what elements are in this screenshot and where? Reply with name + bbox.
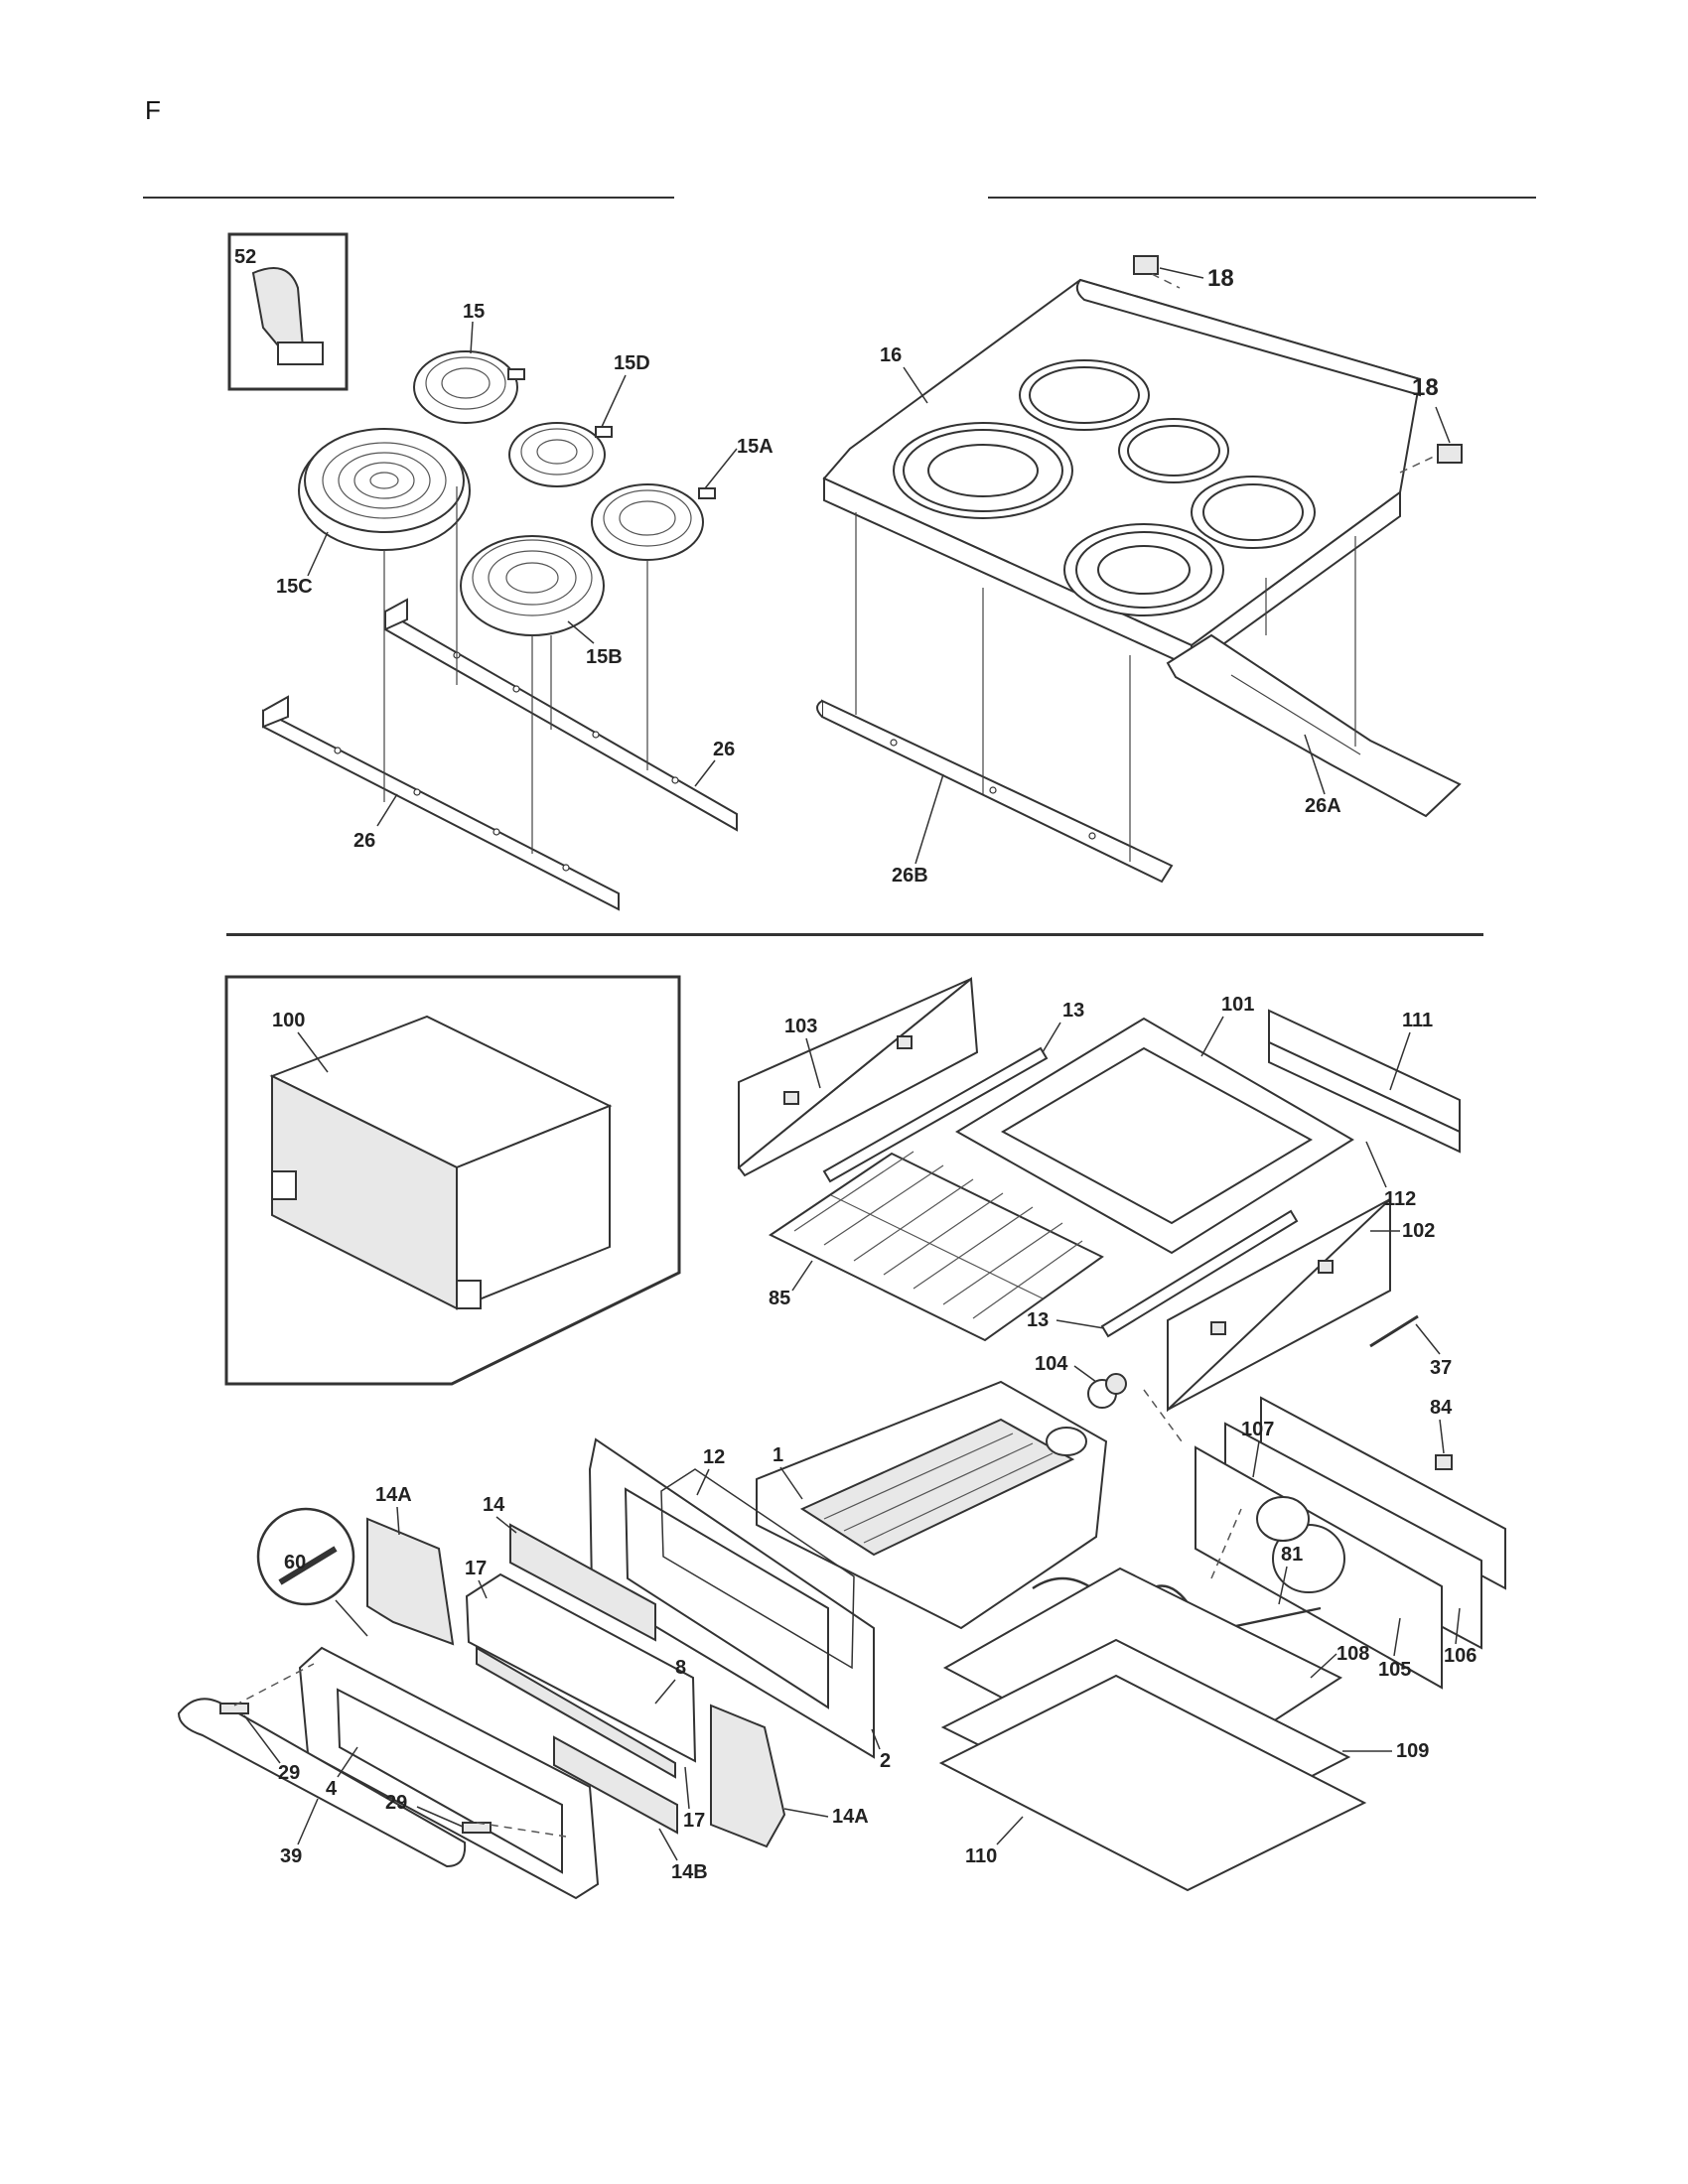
door-inner-8 xyxy=(465,1572,697,1779)
label-8: 8 xyxy=(675,1657,686,1679)
label-15B: 15B xyxy=(586,646,623,668)
door-assembly-guides xyxy=(233,1389,1242,1838)
label-105: 105 xyxy=(1378,1659,1411,1681)
label-60: 60 xyxy=(284,1552,306,1573)
label-84: 84 xyxy=(1430,1397,1453,1419)
label-81: 81 xyxy=(1281,1544,1303,1566)
oven-liner-1 xyxy=(756,1380,1108,1630)
label-102: 102 xyxy=(1402,1220,1435,1242)
label-26B: 26B xyxy=(892,865,928,887)
handle-mount-29-right xyxy=(462,1822,492,1834)
rear-wall-107-106-105 xyxy=(1195,1396,1506,1690)
label-2: 2 xyxy=(880,1750,891,1772)
oven-rack-85 xyxy=(769,1151,1104,1342)
label-14: 14 xyxy=(483,1494,505,1516)
label-108: 108 xyxy=(1336,1643,1369,1665)
support-bracket-26-upper xyxy=(384,598,738,832)
lamp-104 xyxy=(1087,1373,1127,1409)
label-110: 110 xyxy=(965,1845,997,1867)
clip-18-right xyxy=(1437,444,1463,464)
label-18-right: 18 xyxy=(1412,374,1439,401)
label-101: 101 xyxy=(1221,994,1254,1016)
label-14B: 14B xyxy=(671,1861,708,1883)
insulation-100 xyxy=(269,1015,613,1310)
side-panel-103 xyxy=(737,977,979,1177)
side-panel-102 xyxy=(1167,1196,1391,1413)
label-29-left: 29 xyxy=(278,1762,300,1784)
label-106: 106 xyxy=(1444,1645,1477,1667)
front-insulation-14 xyxy=(509,1523,656,1642)
label-13-lower: 13 xyxy=(1027,1309,1049,1331)
label-16: 16 xyxy=(880,344,902,366)
label-17-upper: 17 xyxy=(465,1558,487,1579)
handle-39 xyxy=(177,1698,467,1868)
label-12: 12 xyxy=(703,1446,725,1468)
rack-slide-13-upper xyxy=(822,1046,1049,1183)
label-85: 85 xyxy=(769,1288,790,1309)
element-15A xyxy=(591,483,716,561)
inset-52-box xyxy=(227,232,349,391)
glass-14B xyxy=(553,1735,678,1835)
label-15: 15 xyxy=(463,301,485,323)
cooktop-16 xyxy=(822,278,1422,669)
label-14A-right: 14A xyxy=(832,1806,869,1828)
label-29-right: 29 xyxy=(385,1792,407,1814)
clip-18-upper xyxy=(1133,255,1159,275)
page-corner-mark: F xyxy=(145,95,161,125)
element-guide-lines xyxy=(383,486,648,854)
label-52: 52 xyxy=(234,246,256,268)
label-109: 109 xyxy=(1396,1740,1429,1762)
label-39: 39 xyxy=(280,1845,302,1867)
switch-84 xyxy=(1435,1454,1453,1470)
label-18-upper: 18 xyxy=(1207,265,1234,292)
door-gasket-12 xyxy=(660,1468,855,1670)
label-15A: 15A xyxy=(737,436,774,458)
label-26A: 26A xyxy=(1305,795,1341,817)
cavity-top-101 xyxy=(955,1017,1354,1255)
label-15C: 15C xyxy=(276,576,313,598)
label-17-lower: 17 xyxy=(683,1810,705,1832)
side-insulation-14A-left xyxy=(366,1517,455,1646)
label-104: 104 xyxy=(1035,1353,1068,1375)
top-rule-left xyxy=(143,197,674,199)
element-15 xyxy=(413,350,525,424)
door-liner-2 xyxy=(588,1437,875,1759)
label-26-lower: 26 xyxy=(353,830,375,852)
element-15C xyxy=(298,428,471,551)
element-15D xyxy=(508,422,613,487)
handle-mount-29-left xyxy=(219,1703,249,1714)
label-103: 103 xyxy=(784,1016,817,1037)
label-111: 111 xyxy=(1402,1010,1433,1031)
rear-bracket-26A xyxy=(1166,633,1462,818)
support-bracket-26-lower xyxy=(262,695,620,911)
label-112: 112 xyxy=(1384,1188,1416,1210)
cooktop-guide-lines xyxy=(855,273,1439,862)
rack-slide-13-lower xyxy=(1100,1209,1299,1338)
label-13-upper: 13 xyxy=(1062,1000,1084,1022)
label-26-upper: 26 xyxy=(713,739,735,760)
label-14A-left: 14A xyxy=(375,1484,412,1506)
label-15D: 15D xyxy=(614,352,650,374)
callout-60-circle xyxy=(256,1507,368,1637)
label-1: 1 xyxy=(773,1444,783,1466)
element-15B xyxy=(460,535,605,636)
side-insulation-14A-right xyxy=(710,1704,786,1848)
rear-panel-111 xyxy=(1268,1009,1461,1154)
label-37: 37 xyxy=(1430,1357,1452,1379)
label-107: 107 xyxy=(1241,1419,1274,1440)
label-4: 4 xyxy=(326,1778,338,1800)
bottom-panel-110 xyxy=(938,1674,1367,1892)
sensor-37 xyxy=(1369,1314,1419,1348)
label-100: 100 xyxy=(272,1010,305,1031)
top-rule-right xyxy=(988,197,1536,199)
front-trim-26B xyxy=(816,699,1174,884)
section-divider xyxy=(226,933,1483,936)
